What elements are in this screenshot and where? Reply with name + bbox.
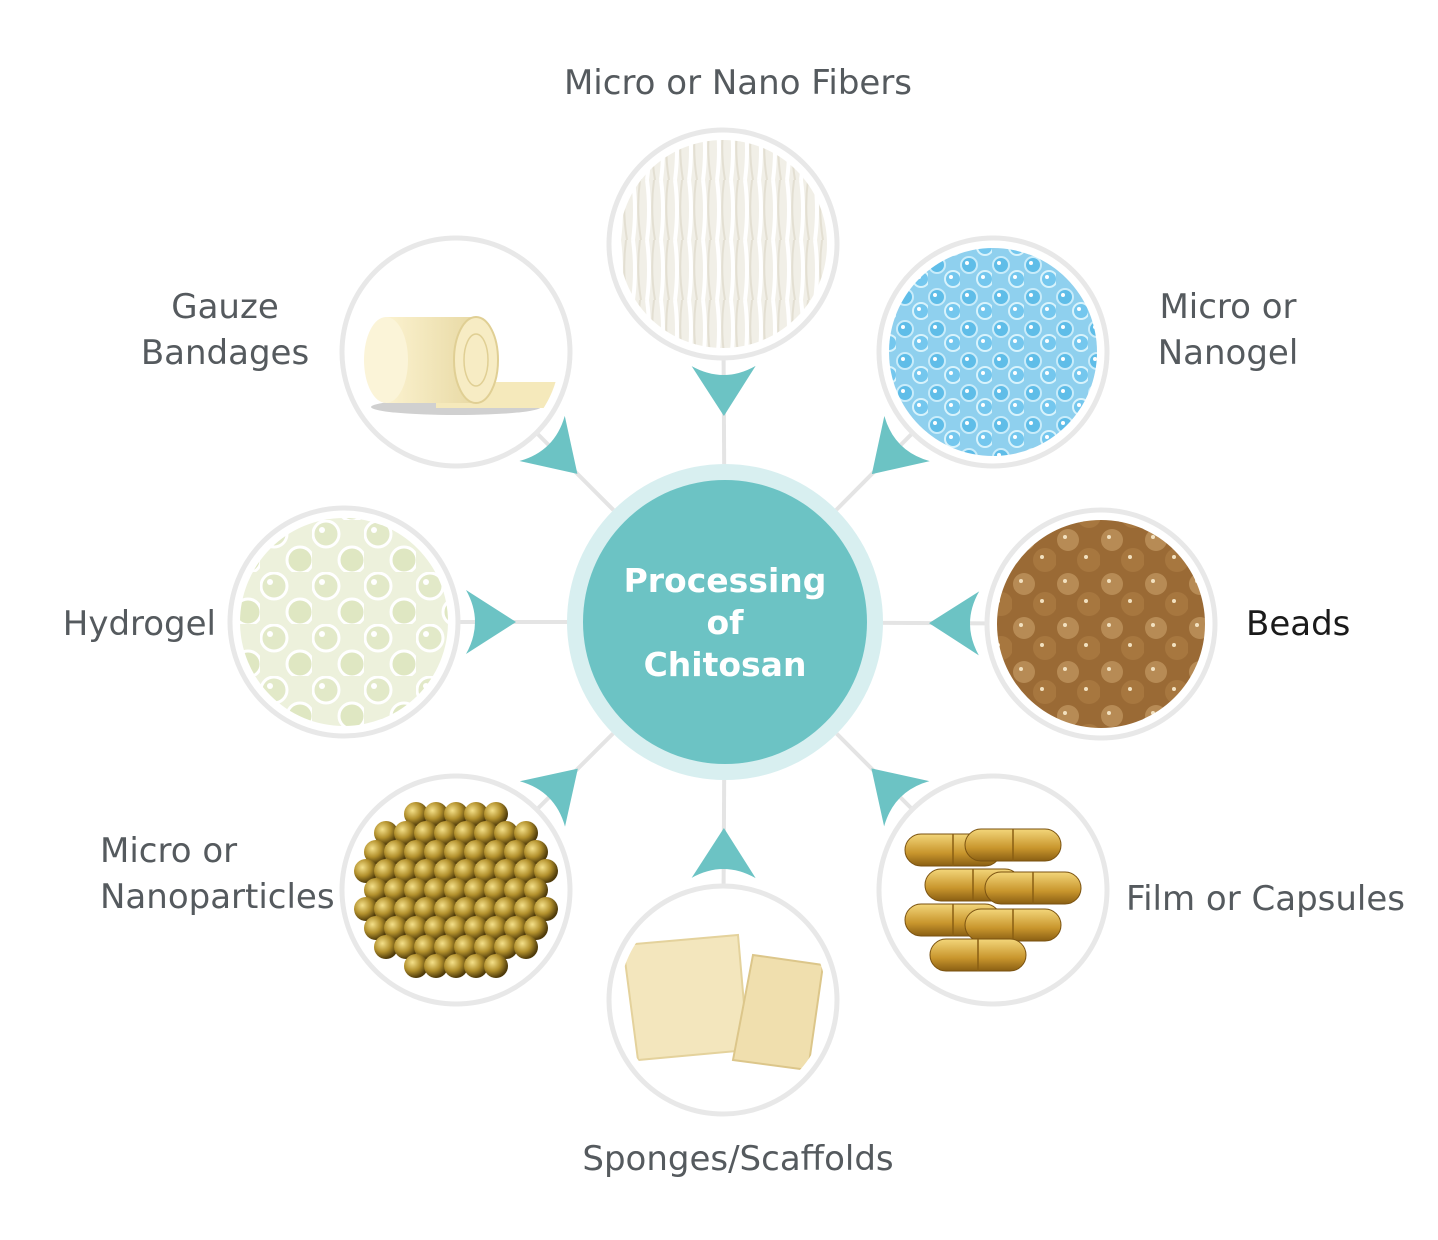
gauze-roll-picture bbox=[352, 248, 560, 456]
arrow-sponges bbox=[691, 828, 756, 879]
gold-spheres-picture bbox=[352, 786, 560, 994]
label-fibers: Micro or Nano Fibers bbox=[564, 63, 912, 103]
label-capsules-line-1: Film or Capsules bbox=[1126, 879, 1405, 919]
label-sponges: Sponges/Scaffolds bbox=[582, 1139, 893, 1179]
label-fibers-line-1: Micro or Nano Fibers bbox=[564, 63, 912, 103]
label-nanogel: Micro or Nanogel bbox=[1158, 287, 1299, 373]
arrow-gauze bbox=[519, 415, 578, 474]
arrow-nanoparticles bbox=[519, 768, 578, 827]
label-hydrogel: Hydrogel bbox=[63, 604, 216, 644]
label-capsules: Film or Capsules bbox=[1126, 879, 1405, 919]
node-nanogel bbox=[876, 235, 1110, 469]
node-nanoparticles bbox=[339, 773, 573, 1007]
label-gauze-line-1: Gauze bbox=[171, 287, 279, 327]
node-gauze bbox=[339, 235, 573, 469]
product-nodes bbox=[227, 127, 1218, 1117]
center-hub: Processing of Chitosan bbox=[567, 464, 883, 780]
label-gauze-line-2: Bandages bbox=[141, 333, 309, 373]
cream-sponges-picture bbox=[619, 896, 827, 1104]
center-title-line-3: Chitosan bbox=[644, 645, 807, 684]
blue-gel-beads-picture bbox=[889, 248, 1097, 456]
label-nanogel-line-1: Micro or bbox=[1159, 287, 1296, 327]
label-nanoparticles-line-1: Micro or bbox=[100, 831, 237, 871]
center-title-line-2: of bbox=[706, 603, 744, 642]
arrowheads bbox=[466, 365, 980, 879]
center-circle bbox=[583, 480, 867, 764]
arrow-fibers bbox=[691, 365, 756, 416]
node-hydrogel bbox=[227, 505, 461, 739]
clear-hydrogel-spheres-picture bbox=[240, 518, 448, 726]
center-title-line-1: Processing bbox=[624, 561, 827, 600]
node-sponges bbox=[606, 883, 840, 1117]
label-nanoparticles: Micro or Nanoparticles bbox=[100, 831, 335, 917]
label-beads-line-1: Beads bbox=[1246, 604, 1350, 644]
white-fibers-picture bbox=[619, 140, 827, 348]
golden-capsules-picture bbox=[889, 786, 1097, 994]
arrow-nanogel bbox=[871, 416, 930, 475]
center-title: Processing of Chitosan bbox=[624, 561, 827, 684]
arrow-capsules bbox=[871, 768, 930, 827]
label-nanogel-line-2: Nanogel bbox=[1158, 333, 1299, 373]
arrow-beads bbox=[929, 591, 980, 656]
label-nanoparticles-line-2: Nanoparticles bbox=[100, 877, 335, 917]
label-sponges-line-1: Sponges/Scaffolds bbox=[582, 1139, 893, 1179]
arrow-hydrogel bbox=[466, 590, 516, 654]
node-fibers bbox=[606, 127, 840, 361]
label-beads: Beads bbox=[1246, 604, 1350, 644]
label-hydrogel-line-1: Hydrogel bbox=[63, 604, 216, 644]
node-capsules bbox=[876, 773, 1110, 1007]
brown-beads-picture bbox=[997, 520, 1205, 728]
node-beads bbox=[984, 507, 1218, 741]
